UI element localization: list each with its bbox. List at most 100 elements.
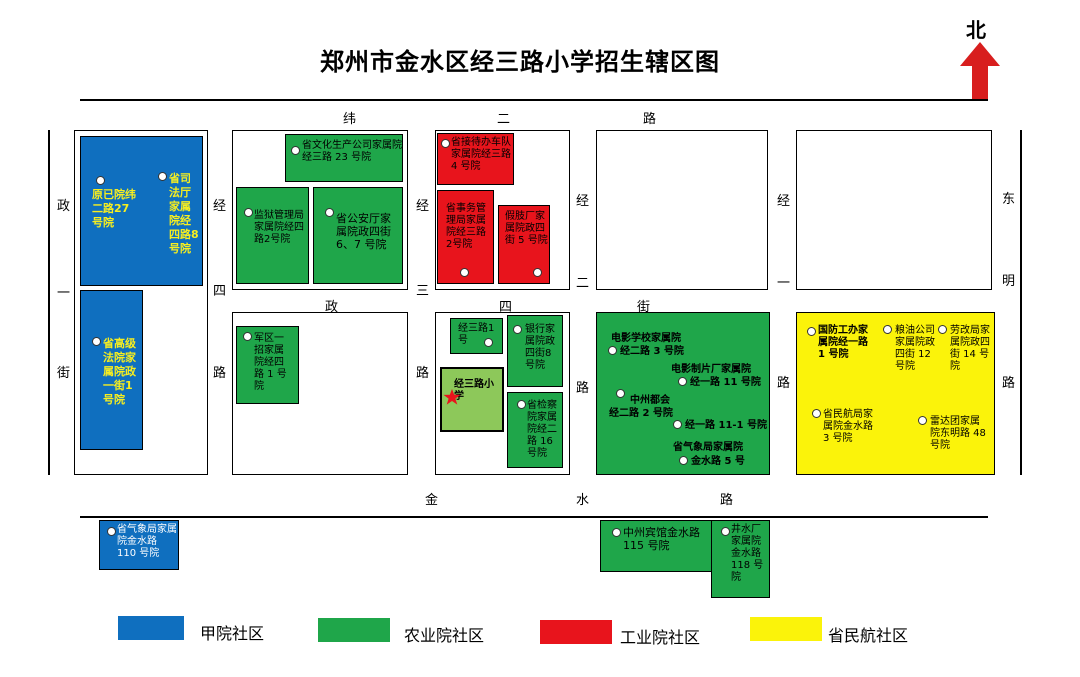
area-yellow xyxy=(796,312,995,475)
label-y2: 粮油公司家属院政四街 12 号院 xyxy=(895,325,935,372)
label-g6: 银行家属院政四街8号院 xyxy=(525,324,555,371)
marker-y5 xyxy=(918,416,927,425)
road-weier-2: 二 xyxy=(497,112,511,127)
label-b4: 省气象局家属院金水路 110 号院 xyxy=(117,524,177,559)
marker-y3 xyxy=(938,325,947,334)
north-arrow-icon xyxy=(960,42,1000,100)
label-g8h: 省气象局家属院 xyxy=(673,442,743,453)
label-g5: 经三路1号 xyxy=(458,323,495,346)
marker-g5 xyxy=(484,338,493,347)
area-g3 xyxy=(313,187,403,284)
road-dongming-2: 明 xyxy=(1002,274,1016,289)
label-g7: 省检察院家属院经二路 16 号院 xyxy=(527,400,557,459)
marker-g8d xyxy=(678,377,687,386)
label-y4: 省民航局家属院金水路 3 号院 xyxy=(823,409,873,444)
legend-swatch-minhang xyxy=(750,617,822,641)
label-g10: 井水厂家属院金水路 118 号院 xyxy=(731,524,764,583)
area-g4 xyxy=(236,326,299,404)
road-jingsan-2: 三 xyxy=(416,284,430,299)
marker-y4 xyxy=(812,409,821,418)
marker-g8e xyxy=(616,389,625,398)
label-g2: 监狱管理局家属院经四路2号院 xyxy=(254,210,304,245)
block-jingyi-north xyxy=(796,130,992,290)
label-g8e: 中州都会 xyxy=(630,395,670,406)
legend-label-nongyeyuan: 农业院社区 xyxy=(404,626,485,645)
label-y3: 劳改局家属院政四街 14 号院 xyxy=(950,325,990,372)
label-g8a: 电影学校家属院 xyxy=(611,333,681,344)
label-g4: 军区一招家属院经四路 1 号院 xyxy=(254,333,287,392)
label-g3: 省公安厅家属院政四街 6、7 号院 xyxy=(336,212,391,251)
marker-g8i xyxy=(679,456,688,465)
label-g1: 省文化生产公司家属院经三路 23 号院 xyxy=(302,140,402,163)
map-title: 郑州市金水区经三路小学招生辖区图 xyxy=(320,48,720,76)
marker-g9 xyxy=(612,528,621,537)
road-zhengyi-3: 街 xyxy=(57,366,71,381)
road-jingyi-1: 经 xyxy=(777,194,791,209)
right-road-line xyxy=(1020,130,1022,475)
label-g8b: 经二路 3 号院 xyxy=(620,346,684,357)
label-g8d: 经一路 11 号院 xyxy=(690,377,761,388)
legend-swatch-nongyeyuan xyxy=(318,618,390,642)
area-g8 xyxy=(596,312,770,475)
marker-r1 xyxy=(441,139,450,148)
area-b1 xyxy=(80,136,203,286)
marker-g1 xyxy=(291,146,300,155)
label-r2: 省事务管理局家属院经三路2号院 xyxy=(446,203,486,250)
left-road-line xyxy=(48,130,50,475)
area-g7 xyxy=(507,392,563,468)
road-zhengsi-2: 四 xyxy=(499,300,513,315)
marker-g2 xyxy=(244,208,253,217)
north-compass: 北 xyxy=(958,14,1002,100)
label-g9: 中州宾馆金水路 115 号院 xyxy=(623,526,700,552)
school-label: 经三路小学 xyxy=(454,379,494,402)
jinshui-road-line xyxy=(80,516,988,518)
marker-g7 xyxy=(517,400,526,409)
area-g5 xyxy=(450,318,503,354)
area-g1 xyxy=(285,134,403,182)
road-jinshui-2: 水 xyxy=(576,493,590,508)
road-jinger-1: 经 xyxy=(576,194,590,209)
area-g2 xyxy=(236,187,309,284)
road-zhengsi-1: 政 xyxy=(325,300,339,315)
road-weier-1: 纬 xyxy=(343,112,357,127)
area-g10 xyxy=(711,520,770,598)
road-weier-3: 路 xyxy=(643,112,657,127)
marker-g8a xyxy=(608,346,617,355)
road-zhengyi-1: 政 xyxy=(57,199,71,214)
marker-b4 xyxy=(107,527,116,536)
marker-b1 xyxy=(96,176,105,185)
road-dongming-1: 东 xyxy=(1002,192,1016,207)
label-b3: 省高级法院家属院政一街1号院 xyxy=(103,337,136,406)
marker-b2 xyxy=(158,172,167,181)
school-star-icon xyxy=(443,389,461,405)
marker-r2 xyxy=(460,268,469,277)
road-jingsi-2: 四 xyxy=(213,284,227,299)
road-dongming-3: 路 xyxy=(1002,376,1016,391)
marker-g3 xyxy=(325,208,334,217)
road-jingyi-2: 一 xyxy=(777,276,791,291)
top-road-line xyxy=(80,99,988,101)
legend-swatch-jiayuan xyxy=(118,616,184,640)
area-b3 xyxy=(80,290,143,450)
label-r1: 省接待办车队家属院经三路 4 号院 xyxy=(451,137,511,172)
road-jinger-3: 路 xyxy=(576,381,590,396)
label-b1: 原已院纬二路27号院 xyxy=(92,188,136,229)
road-jinshui-3: 路 xyxy=(720,493,734,508)
road-zhengyi-2: 一 xyxy=(57,286,71,301)
road-jingsi-3: 路 xyxy=(213,366,227,381)
north-label: 北 xyxy=(966,18,986,42)
road-zhengsi-3: 街 xyxy=(637,300,651,315)
marker-y1 xyxy=(807,327,816,336)
marker-r3 xyxy=(533,268,542,277)
label-y1: 国防工办家属院经一路 1 号院 xyxy=(818,325,868,360)
block-jinger-north xyxy=(596,130,768,290)
label-g8i: 金水路 5 号 xyxy=(691,456,745,467)
marker-y2 xyxy=(883,325,892,334)
legend-label-minhang: 省民航社区 xyxy=(828,626,909,645)
road-jinshui-1: 金 xyxy=(425,493,439,508)
road-jingsi-1: 经 xyxy=(213,199,227,214)
legend-swatch-gongyeyuan xyxy=(540,620,612,644)
road-jingsan-3: 路 xyxy=(416,366,430,381)
road-jingyi-3: 路 xyxy=(777,376,791,391)
marker-b3 xyxy=(92,337,101,346)
